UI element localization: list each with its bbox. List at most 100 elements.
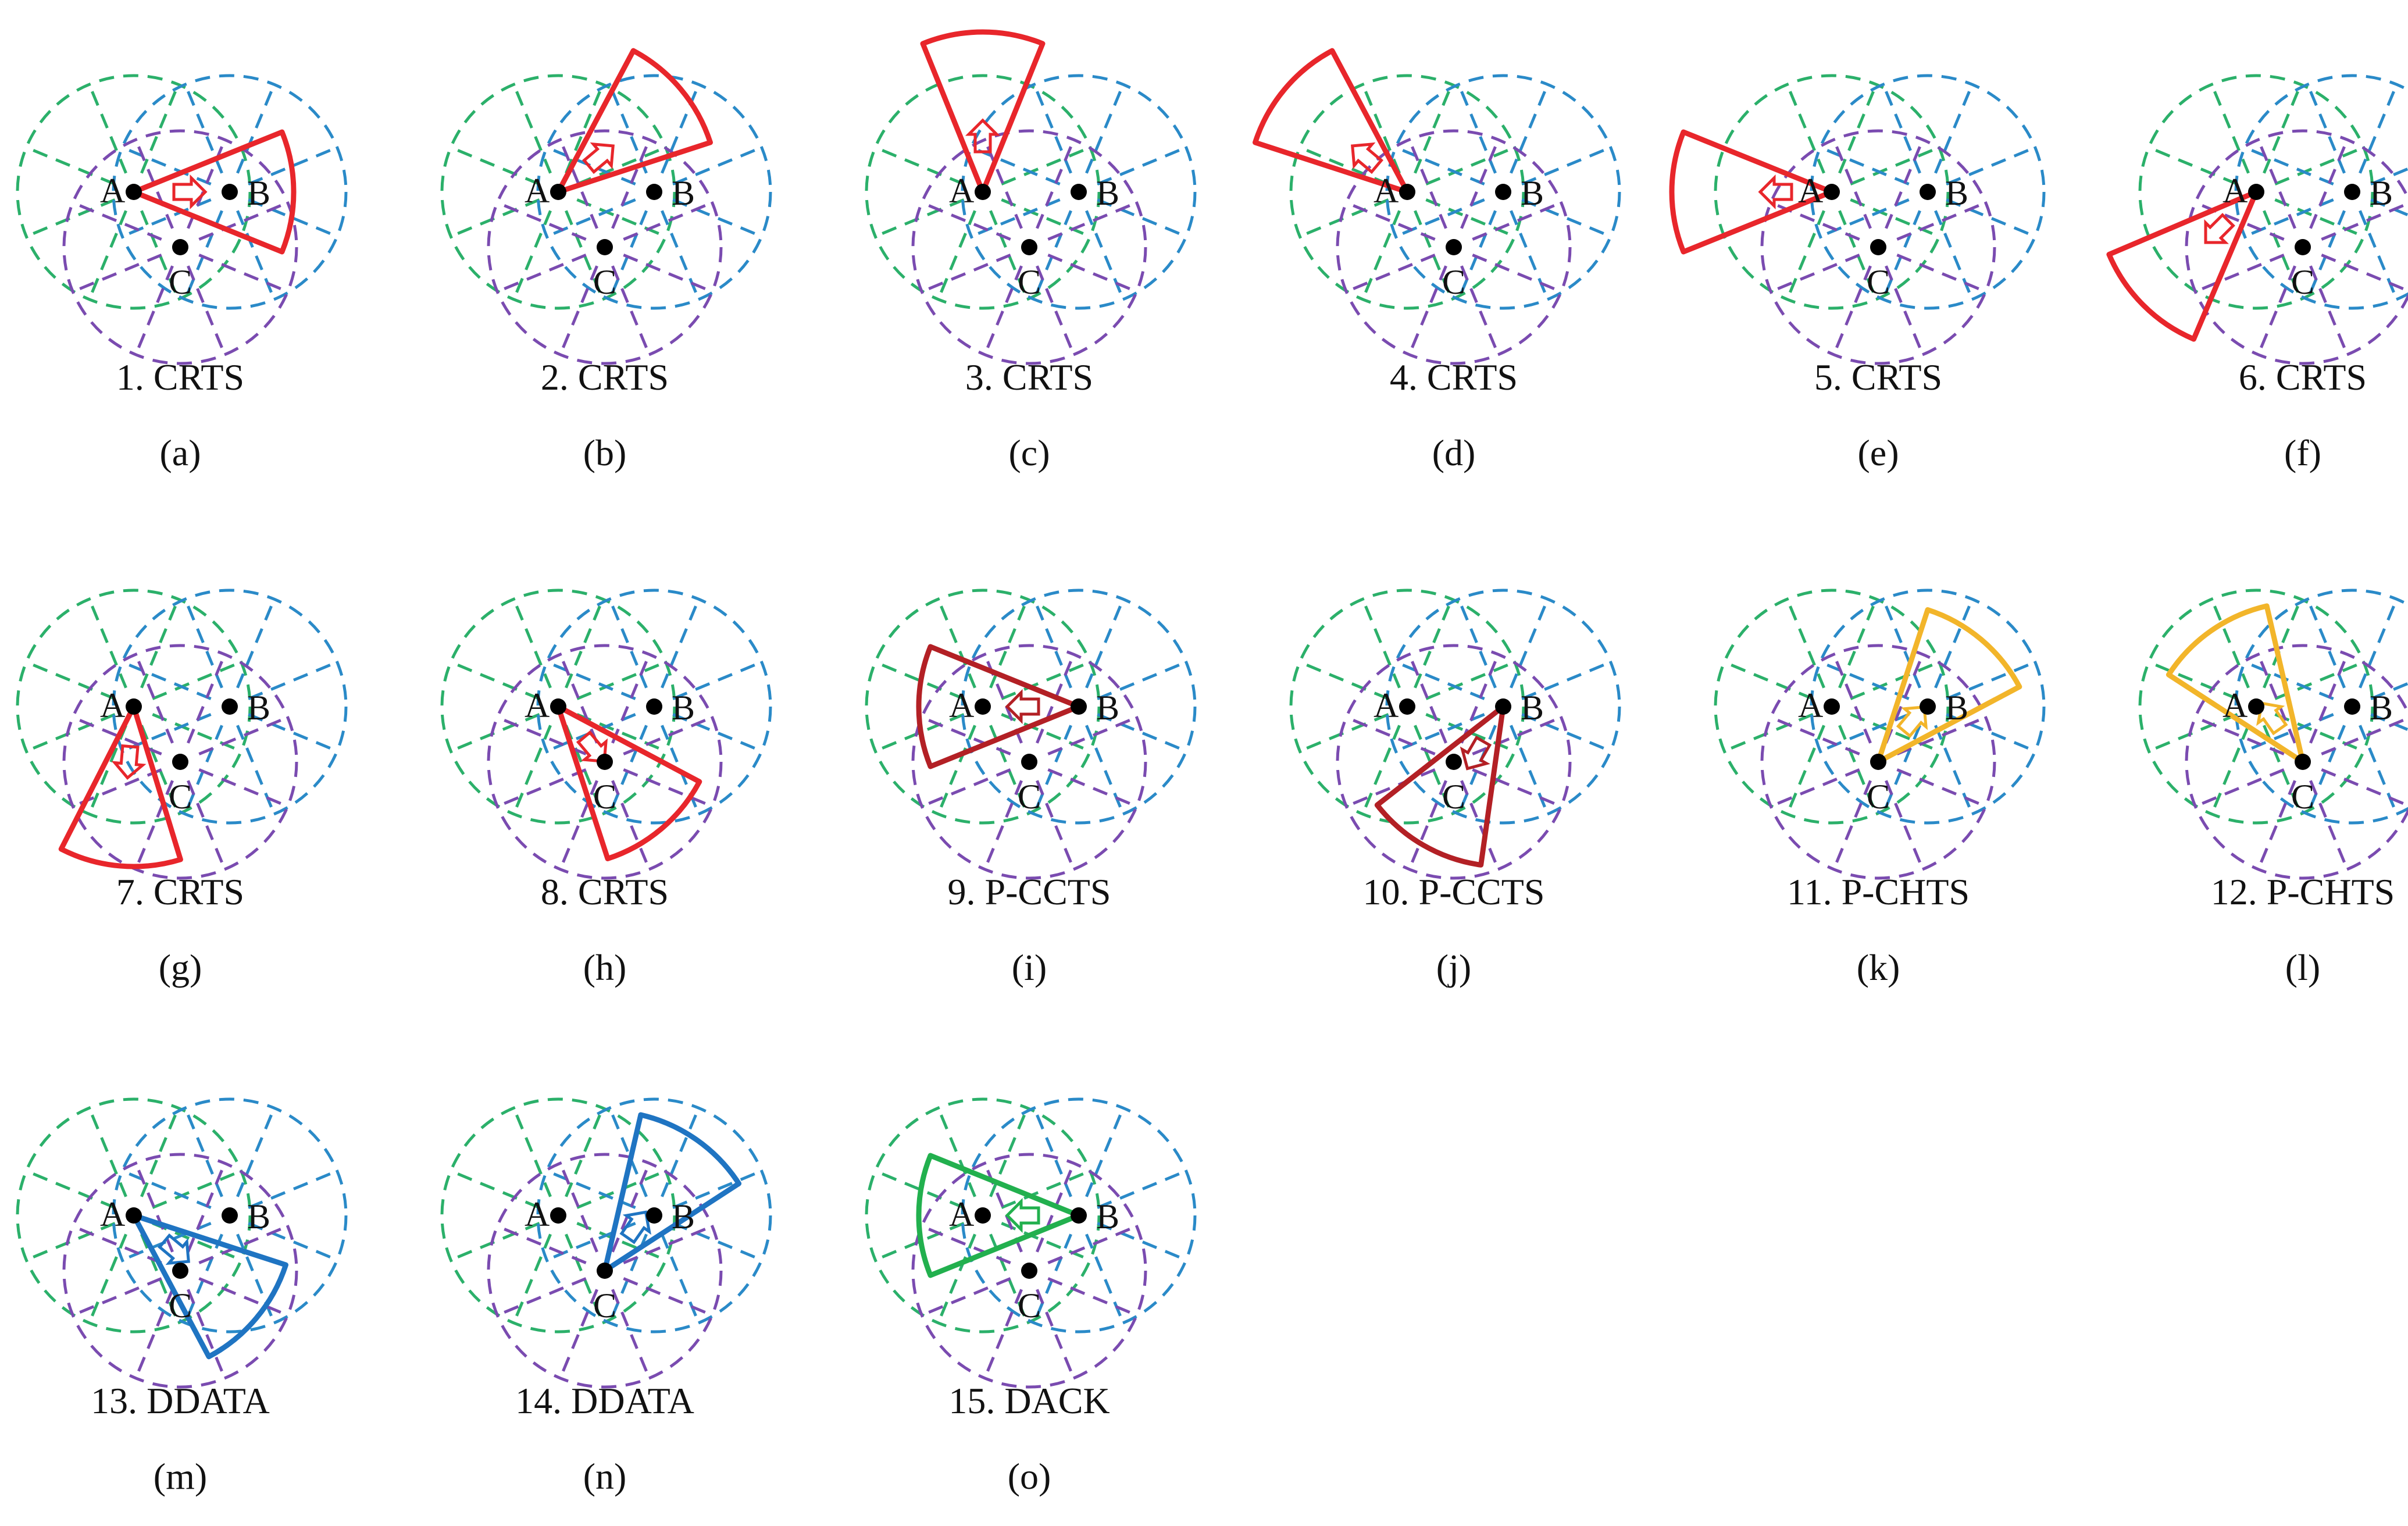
- ring-spokes-a: [450, 84, 666, 300]
- node-label-c: C: [593, 1286, 616, 1325]
- beam-ddata: [602, 1112, 742, 1274]
- coverage-ring-c: [1336, 644, 1572, 880]
- panel-caption: 5. CRTS: [1814, 356, 1942, 398]
- ring-spokes-c: [497, 1163, 713, 1379]
- node-label-a: A: [1798, 686, 1823, 725]
- node-c: [1021, 754, 1037, 770]
- direction-arrow-icon: [1005, 689, 1040, 725]
- node-c: [597, 754, 613, 770]
- ring-spokes-a: [26, 598, 242, 815]
- panel-caption: 10. P-CCTS: [1363, 871, 1545, 912]
- coverage-ring-b: [961, 1097, 1197, 1334]
- node-label-c: C: [1018, 1286, 1041, 1325]
- coverage-ring-c: [911, 1153, 1147, 1389]
- ring-spokes-a: [1299, 84, 1515, 300]
- node-label-a: A: [100, 172, 125, 210]
- node-a: [1399, 698, 1415, 715]
- direction-arrow-icon: [619, 1210, 651, 1245]
- node-b: [1071, 184, 1087, 200]
- direction-arrow-icon: [1896, 705, 1928, 738]
- node-label-b: B: [2370, 174, 2393, 212]
- panel-sublabel: (g): [159, 947, 202, 988]
- panel-caption: 14. DDATA: [515, 1380, 694, 1421]
- coverage-ring-c: [1760, 129, 1996, 365]
- node-label-b: B: [2370, 689, 2393, 727]
- node-label-a: A: [525, 172, 550, 210]
- panel-sublabel: (b): [583, 432, 627, 473]
- coverage-ring-c: [62, 1153, 298, 1389]
- beam-crts: [1253, 48, 1410, 195]
- beam-crts: [1669, 129, 1835, 255]
- node-c: [2295, 239, 2311, 255]
- coverage-ring-a: [440, 74, 676, 310]
- node-b: [1071, 1207, 1087, 1224]
- node-label-c: C: [1018, 778, 1041, 816]
- coverage-ring-c: [2185, 644, 2408, 880]
- node-label-b: B: [1096, 174, 1119, 212]
- coverage-ring-c: [62, 129, 298, 365]
- node-label-c: C: [593, 263, 616, 301]
- direction-arrow-icon: [158, 1233, 190, 1265]
- node-c: [1446, 754, 1462, 770]
- direction-arrow-icon: [172, 174, 208, 210]
- node-label-b: B: [1521, 174, 1544, 212]
- node-label-a: A: [2223, 686, 2248, 725]
- node-c: [597, 1263, 613, 1279]
- node-c: [172, 239, 188, 255]
- ring-spokes-c: [1346, 139, 1562, 355]
- coverage-ring-c: [487, 129, 723, 365]
- coverage-ring-a: [2138, 589, 2374, 825]
- node-label-c: C: [2291, 263, 2314, 301]
- node-c: [1870, 754, 1886, 770]
- ring-spokes-c: [921, 139, 1137, 355]
- panel-caption: 9. P-CCTS: [948, 871, 1111, 912]
- ring-spokes-c: [2195, 654, 2408, 870]
- node-label-a: A: [949, 172, 974, 210]
- node-label-a: A: [100, 686, 125, 725]
- node-b: [646, 698, 662, 715]
- direction-arrow-icon: [1351, 142, 1383, 174]
- panel-sublabel: (k): [1857, 947, 1900, 988]
- beam-dack: [916, 1153, 1082, 1278]
- beam-crts: [555, 704, 702, 861]
- coverage-ring-a: [865, 1097, 1101, 1334]
- coverage-ring-b: [536, 589, 772, 825]
- coverage-ring-b: [1385, 589, 1621, 825]
- coverage-ring-a: [440, 589, 676, 825]
- coverage-ring-a: [1714, 589, 1950, 825]
- ring-spokes-c: [497, 654, 713, 870]
- node-label-c: C: [1442, 263, 1465, 301]
- coverage-ring-c: [911, 644, 1147, 880]
- node-label-b: B: [1945, 689, 1968, 727]
- direction-arrow-icon: [1460, 735, 1492, 771]
- node-label-a: A: [525, 1195, 550, 1233]
- node-label-b: B: [1521, 689, 1544, 727]
- node-label-a: A: [2223, 172, 2248, 210]
- node-label-a: A: [525, 686, 550, 725]
- coverage-ring-a: [2138, 74, 2374, 310]
- node-a: [2248, 184, 2264, 200]
- coverage-ring-b: [112, 1097, 348, 1334]
- panel-caption: 12. P-CHTS: [2211, 871, 2395, 912]
- node-label-c: C: [1867, 263, 1890, 301]
- node-label-b: B: [247, 689, 270, 727]
- node-label-b: B: [1945, 174, 1968, 212]
- node-b: [646, 184, 662, 200]
- node-a: [975, 184, 991, 200]
- coverage-ring-a: [1289, 74, 1525, 310]
- coverage-ring-b: [961, 74, 1197, 310]
- node-b: [1495, 184, 1511, 200]
- beam-ddata: [131, 1213, 288, 1360]
- direction-arrow-icon: [1758, 174, 1793, 210]
- ring-spokes-a: [26, 1107, 242, 1324]
- panel-caption: 3. CRTS: [965, 356, 1093, 398]
- node-label-a: A: [949, 1195, 974, 1233]
- panel-caption: 8. CRTS: [541, 871, 669, 912]
- coverage-ring-b: [1810, 74, 2046, 310]
- node-label-c: C: [1867, 778, 1890, 816]
